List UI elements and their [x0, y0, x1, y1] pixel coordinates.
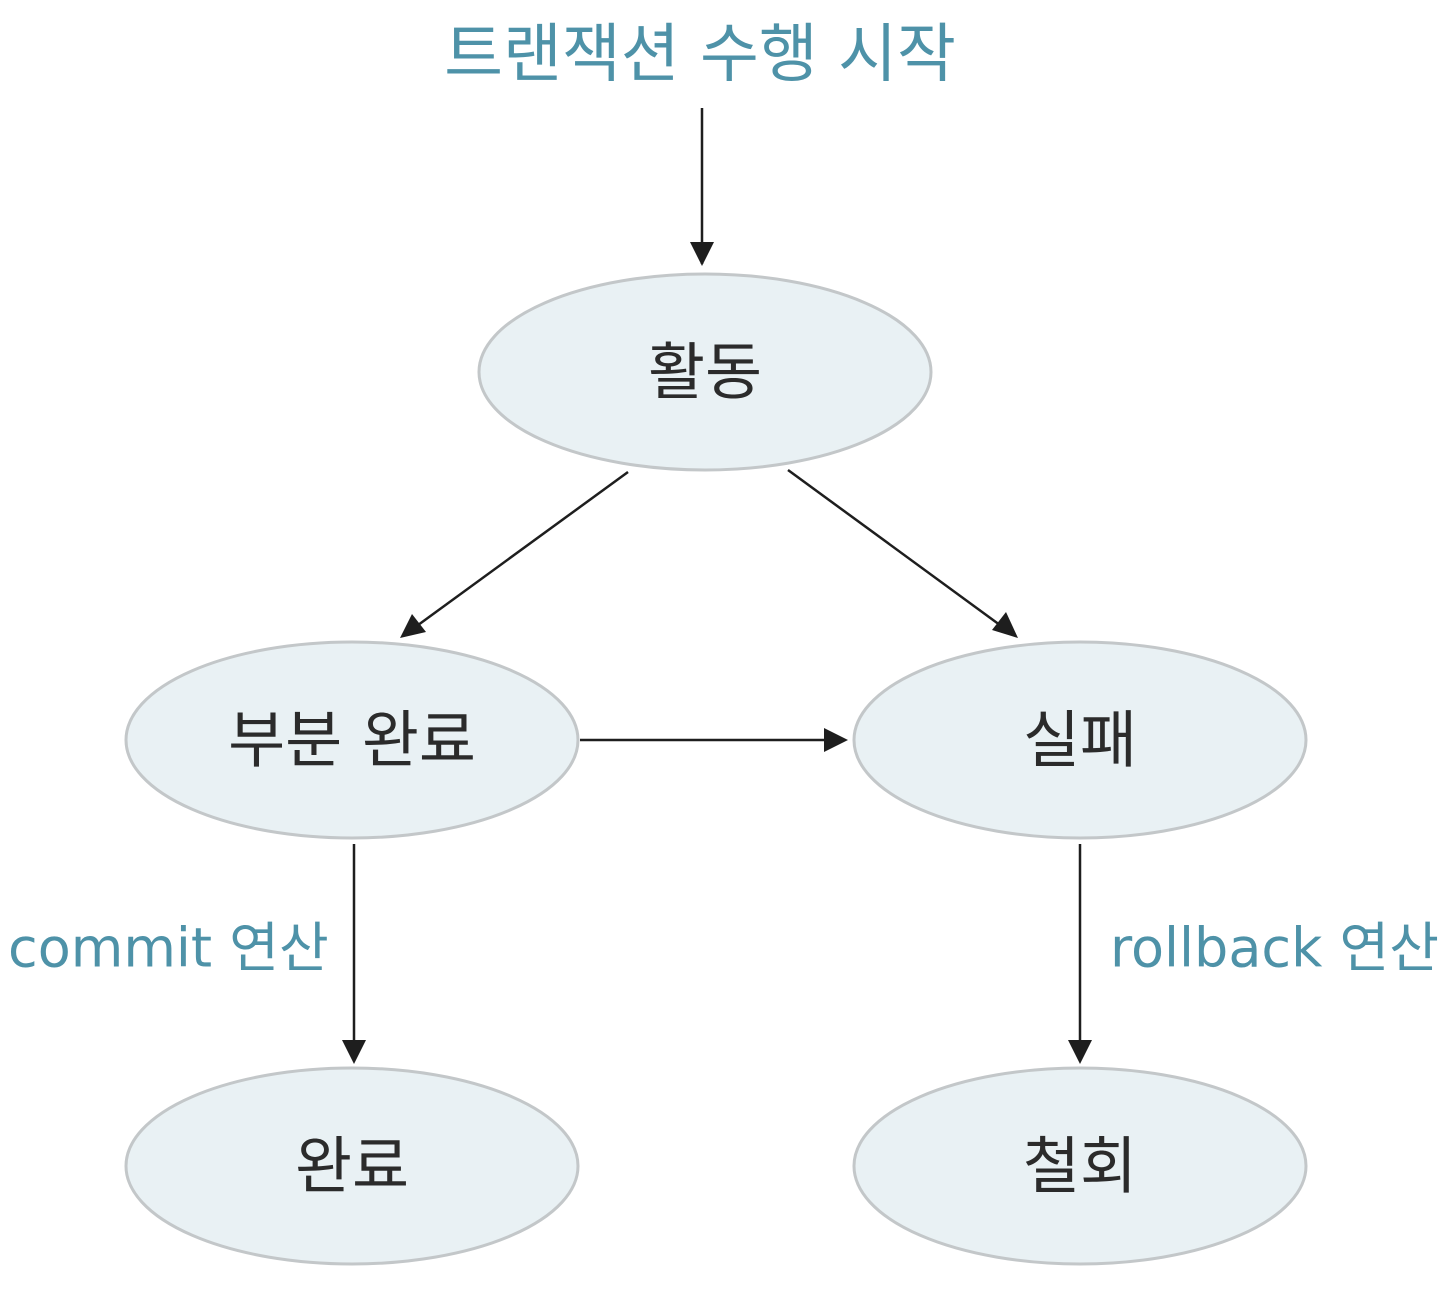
arrowhead-failed-to-aborted — [1068, 1040, 1092, 1064]
node-failed-label: 실패 — [1023, 704, 1137, 777]
node-committed: 완료 — [124, 1066, 580, 1266]
node-active: 활동 — [477, 272, 933, 472]
edge-active-to-partially-committed — [413, 470, 629, 630]
node-failed: 실패 — [852, 640, 1308, 840]
arrowhead-start-to-active — [690, 242, 714, 266]
commit-operation-label: commit 연산 — [8, 917, 329, 980]
arrowhead-partially-committed-to-committed — [342, 1040, 366, 1064]
rollback-operation-label: rollback 연산 — [1110, 917, 1439, 980]
node-partially-committed: 부분 완료 — [124, 640, 580, 840]
arrowhead-partially-committed-to-failed — [824, 728, 848, 752]
node-active-label: 활동 — [648, 336, 762, 409]
node-aborted: 철회 — [852, 1066, 1308, 1266]
node-partially-committed-label: 부분 완료 — [228, 704, 476, 777]
edge-active-to-failed — [787, 468, 1005, 630]
node-committed-label: 완료 — [295, 1130, 409, 1203]
diagram-title: 트랜잭션 수행 시작 — [444, 18, 956, 92]
node-aborted-label: 철회 — [1023, 1130, 1137, 1203]
arrowhead-active-to-partially-committed — [400, 614, 426, 638]
arrowhead-active-to-failed — [992, 612, 1018, 638]
